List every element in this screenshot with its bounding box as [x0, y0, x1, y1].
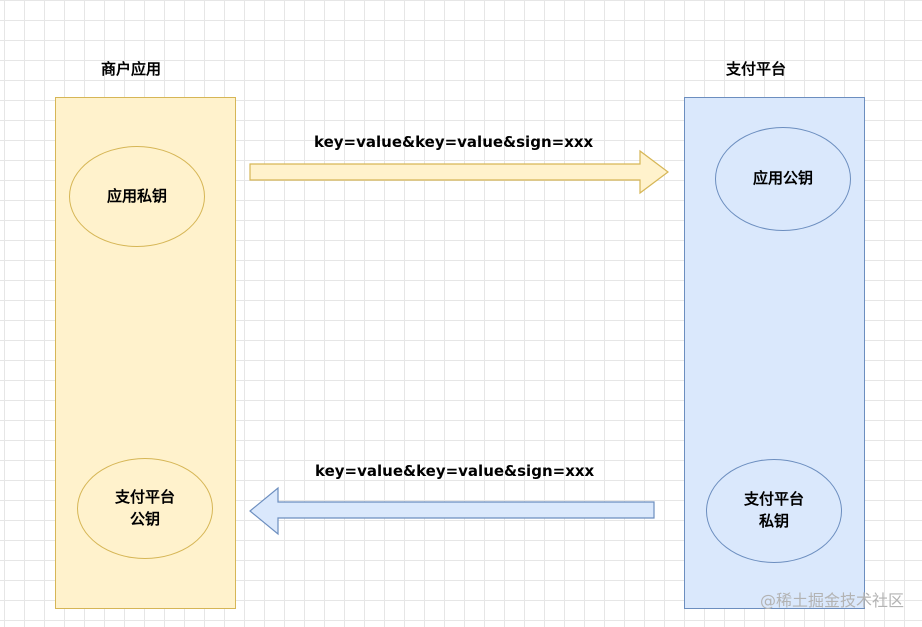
platform-public-key-label-line2: 公钥	[129, 509, 160, 528]
platform-public-key-ellipse: 支付平台 公钥	[77, 458, 213, 559]
response-arrow-label: key=value&key=value&sign=xxx	[315, 462, 595, 480]
merchant-title: 商户应用	[101, 60, 162, 78]
platform-public-key-label-line1: 支付平台	[114, 487, 175, 506]
platform-private-key-label-line2: 私钥	[758, 512, 789, 530]
app-private-key-label: 应用私钥	[106, 186, 167, 205]
platform-private-key-label-line1: 支付平台	[743, 490, 804, 509]
app-public-key-ellipse: 应用公钥	[715, 127, 851, 231]
watermark: @稀土掘金技术社区	[759, 591, 904, 610]
app-private-key-ellipse: 应用私钥	[69, 146, 205, 247]
platform-private-key-ellipse: 支付平台 私钥	[706, 459, 842, 563]
response-arrow	[249, 486, 655, 536]
request-arrow	[249, 149, 669, 195]
request-arrow-label: key=value&key=value&sign=xxx	[314, 133, 594, 151]
platform-title: 支付平台	[726, 60, 787, 78]
app-public-key-label: 应用公钥	[752, 169, 813, 188]
